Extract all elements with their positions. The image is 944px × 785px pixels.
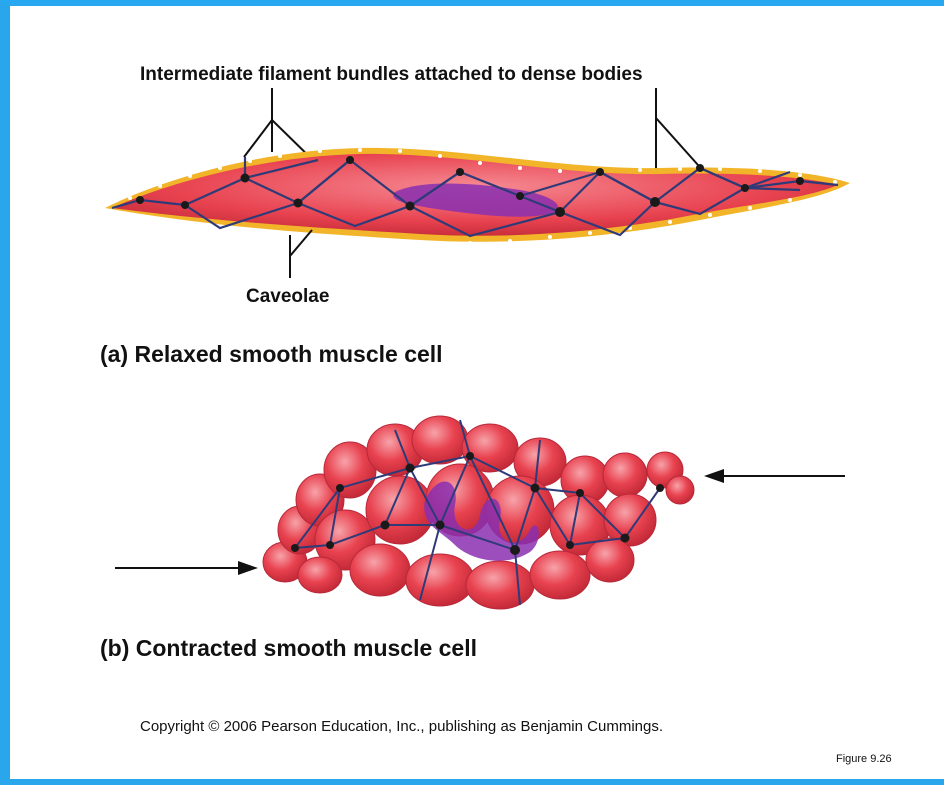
right-arrow bbox=[704, 469, 845, 483]
panel-a-caption: (a) Relaxed smooth muscle cell bbox=[100, 341, 443, 367]
left-arrow bbox=[115, 561, 258, 575]
panel-b-caption: (b) Contracted smooth muscle cell bbox=[100, 635, 477, 661]
copyright-text: Copyright © 2006 Pearson Education, Inc.… bbox=[140, 718, 663, 735]
filament-label: Intermediate filament bundles attached t… bbox=[140, 64, 643, 85]
figure-number: Figure 9.26 bbox=[836, 753, 892, 765]
contracted-cell bbox=[263, 416, 694, 609]
relaxed-cell bbox=[105, 148, 850, 245]
contracted-cell-blobs bbox=[263, 416, 694, 609]
caveolae-label: Caveolae bbox=[246, 286, 329, 307]
